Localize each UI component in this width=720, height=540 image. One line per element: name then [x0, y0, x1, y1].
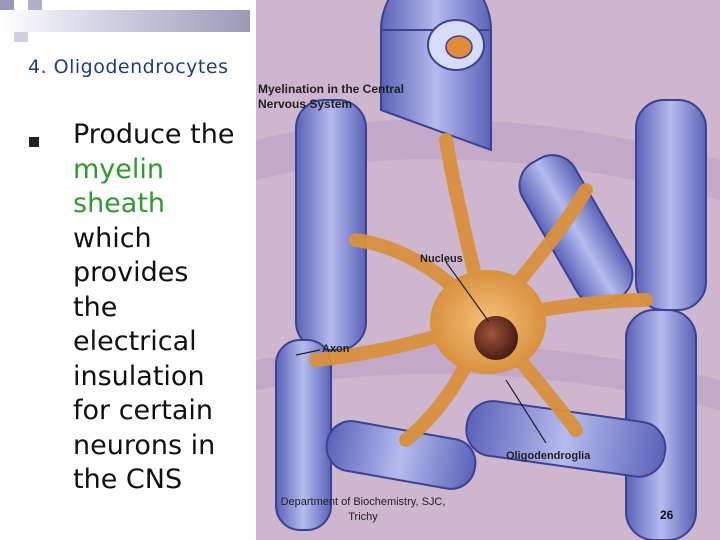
label-oligodendroglia: Oligodendroglia — [506, 450, 591, 462]
footer-line: Trichy — [348, 511, 378, 523]
figure-title: Myelination in the Central Nervous Syste… — [258, 82, 428, 112]
bullet-square-icon — [29, 137, 39, 147]
figure-title-line: Nervous System — [258, 97, 353, 111]
footer-line: Department of Biochemistry, SJC, — [280, 496, 446, 508]
label-nucleus: Nucleus — [420, 253, 463, 265]
bullet-line: neurons in — [73, 429, 216, 461]
bullet-text: Produce the myelin sheath which provides… — [73, 118, 263, 498]
header-gradient-bar — [0, 10, 250, 32]
bullet-highlight: myelin — [73, 153, 165, 185]
figure-title-line: Myelination in the Central — [258, 82, 405, 96]
bullet-highlight: sheath — [73, 188, 166, 219]
bullet-line: which — [73, 222, 152, 254]
label-axon: Axon — [322, 343, 350, 355]
bullet-line: for certain — [73, 395, 214, 426]
bullet-line: provides — [73, 257, 189, 288]
footer-department: Department of Biochemistry, SJC, Trichy — [268, 495, 458, 525]
bullet-line: Produce the — [73, 119, 235, 150]
oligodendrocyte-illustration — [256, 0, 720, 540]
bullet-line: the CNS — [73, 464, 183, 495]
page-number: 26 — [660, 508, 674, 522]
bullet-line: the — [73, 291, 118, 323]
bullet-line: electrical — [73, 326, 197, 357]
slide-title: 4. Oligodendrocytes — [28, 56, 229, 78]
bullet-line: insulation — [73, 360, 205, 392]
myelination-figure: Myelination in the Central Nervous Syste… — [256, 0, 720, 540]
